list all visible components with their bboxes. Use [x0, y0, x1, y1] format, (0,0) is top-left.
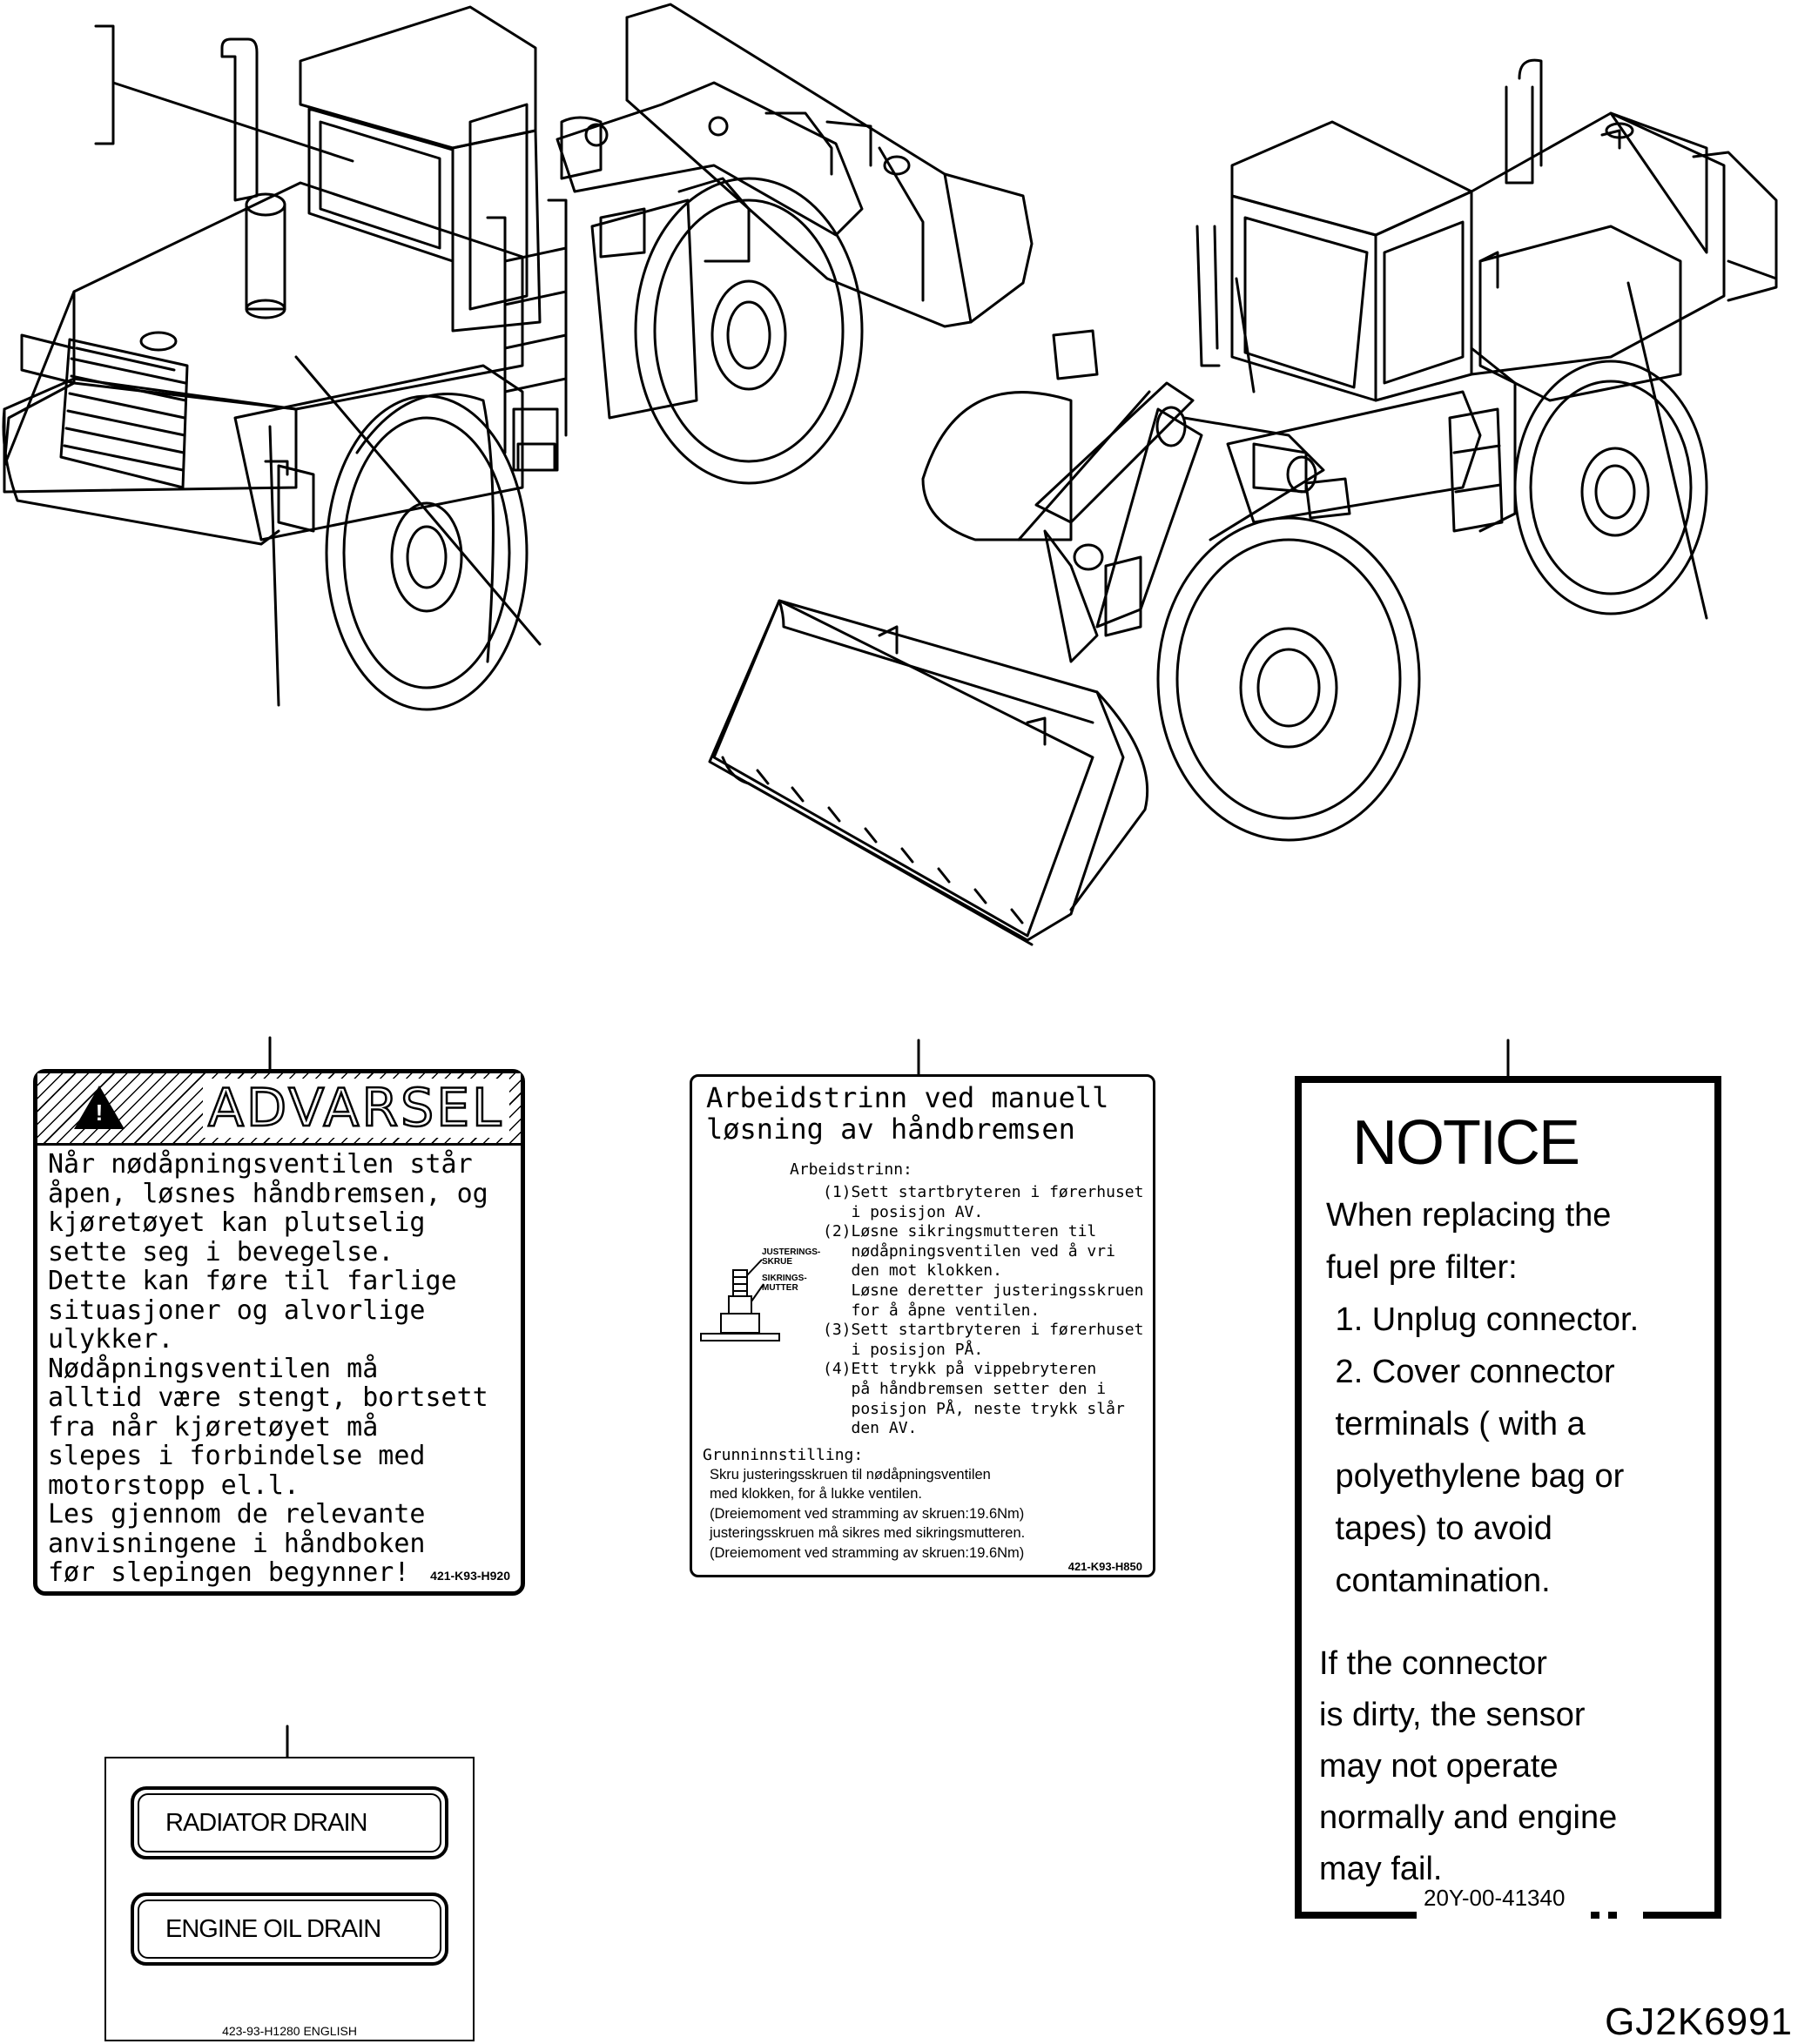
- left-loader: [2, 3, 1034, 711]
- bucket: [708, 599, 1149, 946]
- bracket-marker: [94, 24, 354, 163]
- notice-instructions: When replacing the fuel pre filter: 1. U…: [1326, 1197, 1640, 1599]
- figure-code: GJ2K6991: [1605, 2000, 1793, 2043]
- drain-decal: RADIATOR DRAIN ENGINE OIL DRAIN 423-93-H…: [104, 1757, 475, 2041]
- radiator-drain-label: RADIATOR DRAIN: [165, 1809, 367, 1837]
- adjusting-screw-icon: [700, 1259, 780, 1341]
- arbeid-title: Arbeidstrinn ved manuell løsning av hånd…: [706, 1081, 1109, 1146]
- advarsel-title: ADVARSEL: [203, 1078, 509, 1139]
- warning-triangle-icon: [74, 1086, 125, 1129]
- advarsel-body-text: Når nødåpningsventilen står åpen, løsnes…: [48, 1149, 488, 1588]
- grunn-text: Skru justeringsskruen til nødåpningsvent…: [710, 1467, 1026, 1561]
- advarsel-warning-decal: ! ADVARSEL Når nødåpningsventilen står å…: [33, 1069, 525, 1596]
- tag-sikringsmutter: SIKRINGS- MUTTER: [762, 1274, 807, 1293]
- tag-justeringsskrue: JUSTERINGS- SKRUE: [762, 1247, 821, 1267]
- arbeid-steps: (1)Sett startbryteren i førerhuset i pos…: [823, 1183, 1144, 1438]
- engine-oil-drain-label: ENGINE OIL DRAIN: [165, 1915, 381, 1943]
- handbrake-release-decal: Arbeidstrinn ved manuell løsning av hånd…: [690, 1074, 1155, 1577]
- arbeid-subtitle: Arbeidstrinn:: [790, 1160, 912, 1179]
- notice-warning: If the connector is dirty, the sensor ma…: [1319, 1645, 1618, 1887]
- engine-oil-drain-plate: ENGINE OIL DRAIN: [131, 1893, 448, 1966]
- leader-line: [294, 355, 542, 646]
- grille: [59, 338, 189, 489]
- notice-title: NOTICE: [1352, 1108, 1580, 1178]
- leader-line: [1626, 281, 1708, 620]
- ladder: [486, 198, 568, 472]
- advarsel-part-number: 421-K93-H920: [430, 1569, 510, 1583]
- grunn-title: Grunninnstilling:: [703, 1446, 864, 1464]
- right-loader: [708, 58, 1778, 946]
- arbeid-part-number: 421-K93-H850: [1067, 1560, 1142, 1573]
- leader-line: [268, 425, 280, 707]
- notice-decal: NOTICE When replacing the fuel pre filte…: [1295, 1076, 1721, 1919]
- drain-part-number: 423-93-H1280 ENGLISH: [222, 2024, 357, 2038]
- advarsel-header: ! ADVARSEL: [37, 1073, 521, 1146]
- notice-part-number: 20Y-00-41340: [1424, 1885, 1566, 1911]
- radiator-drain-plate: RADIATOR DRAIN: [131, 1786, 448, 1859]
